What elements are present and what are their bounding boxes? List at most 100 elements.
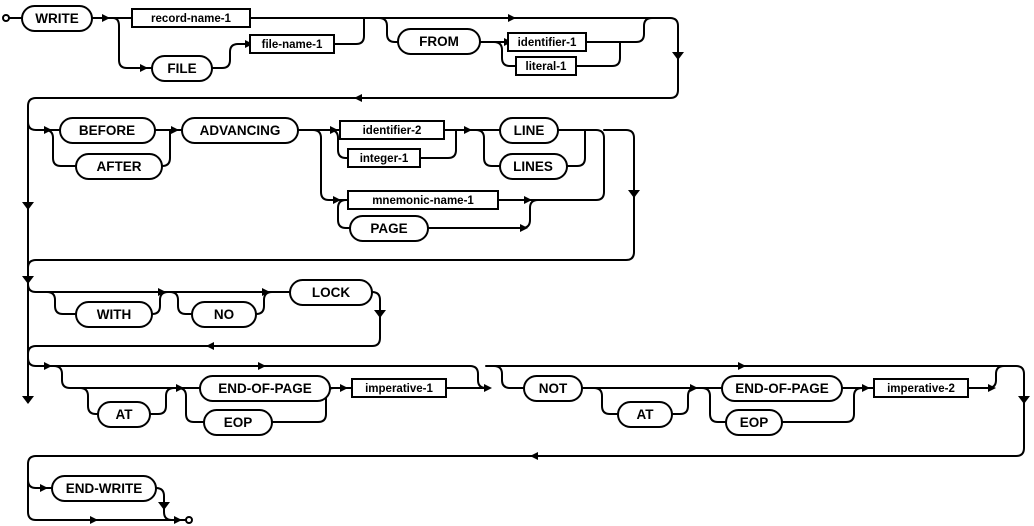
arrow-icon bbox=[90, 516, 98, 524]
flow-arrows bbox=[22, 14, 1030, 524]
arrow-icon bbox=[262, 288, 270, 296]
arrow-icon bbox=[158, 288, 166, 296]
operand-mnemonic-name-1: mnemonic-name-1 bbox=[347, 190, 499, 210]
start-terminator-icon bbox=[2, 14, 10, 22]
arrow-icon bbox=[333, 196, 341, 204]
svg-text:WRITE: WRITE bbox=[35, 11, 79, 26]
keyword-file: FILE bbox=[151, 55, 213, 82]
svg-text:ADVANCING: ADVANCING bbox=[200, 123, 281, 138]
arrow-icon bbox=[508, 14, 516, 22]
keyword-end-of-page: END-OF-PAGE bbox=[199, 375, 331, 402]
svg-text:BEFORE: BEFORE bbox=[79, 123, 135, 138]
arrow-icon bbox=[158, 502, 170, 510]
keyword-eop: EOP bbox=[203, 409, 273, 436]
arrow-icon bbox=[330, 126, 338, 134]
arrow-icon bbox=[484, 384, 492, 392]
svg-text:END-OF-PAGE: END-OF-PAGE bbox=[735, 381, 829, 396]
row-3-lines bbox=[27, 283, 381, 355]
arrow-icon bbox=[524, 196, 532, 204]
svg-text:WITH: WITH bbox=[97, 307, 132, 322]
arrow-icon bbox=[22, 396, 34, 404]
arrow-icon bbox=[520, 224, 528, 232]
svg-text:NOT: NOT bbox=[539, 381, 568, 396]
keyword-before: BEFORE bbox=[59, 117, 156, 144]
svg-text:FILE: FILE bbox=[167, 61, 196, 76]
operand-literal-1: literal-1 bbox=[515, 56, 577, 76]
keyword-line: LINE bbox=[499, 117, 559, 144]
svg-text:record-name-1: record-name-1 bbox=[151, 13, 231, 25]
arrow-icon bbox=[206, 342, 214, 350]
operand-file-name-1: file-name-1 bbox=[249, 34, 335, 54]
svg-text:identifier-1: identifier-1 bbox=[518, 37, 577, 49]
operand-integer-1: integer-1 bbox=[347, 148, 421, 168]
keyword-end-of-page-2: END-OF-PAGE bbox=[721, 375, 843, 402]
row-1-lines bbox=[8, 17, 679, 403]
arrow-icon bbox=[672, 52, 684, 60]
arrow-icon bbox=[738, 362, 746, 370]
svg-text:END-OF-PAGE: END-OF-PAGE bbox=[218, 381, 312, 396]
keyword-no: NO bbox=[191, 301, 257, 328]
arrow-icon bbox=[40, 484, 48, 492]
svg-text:EOP: EOP bbox=[224, 415, 253, 430]
arrow-icon bbox=[171, 126, 179, 134]
svg-text:imperative-2: imperative-2 bbox=[887, 383, 955, 395]
arrow-icon bbox=[44, 126, 52, 134]
keyword-page: PAGE bbox=[349, 215, 429, 242]
svg-text:END-WRITE: END-WRITE bbox=[66, 481, 143, 496]
svg-text:identifier-2: identifier-2 bbox=[363, 125, 422, 137]
arrow-icon bbox=[22, 276, 34, 284]
arrow-icon bbox=[102, 14, 110, 22]
arrow-icon bbox=[1018, 396, 1030, 404]
svg-text:mnemonic-name-1: mnemonic-name-1 bbox=[372, 195, 474, 207]
arrow-icon bbox=[530, 452, 538, 460]
keyword-from: FROM bbox=[397, 28, 481, 55]
operand-record-name-1: record-name-1 bbox=[131, 8, 251, 28]
arrow-icon bbox=[174, 516, 182, 524]
svg-text:EOP: EOP bbox=[740, 415, 769, 430]
svg-text:FROM: FROM bbox=[419, 34, 459, 49]
arrow-icon bbox=[258, 362, 266, 370]
svg-text:imperative-1: imperative-1 bbox=[365, 383, 433, 395]
keyword-lines: LINES bbox=[499, 153, 568, 180]
svg-text:NO: NO bbox=[214, 307, 234, 322]
keyword-with: WITH bbox=[75, 301, 153, 328]
keyword-not: NOT bbox=[523, 375, 583, 402]
svg-text:PAGE: PAGE bbox=[370, 221, 407, 236]
keyword-advancing: ADVANCING bbox=[181, 117, 299, 144]
arrow-icon bbox=[176, 384, 184, 392]
arrow-icon bbox=[44, 362, 52, 370]
svg-text:AT: AT bbox=[116, 407, 134, 422]
svg-text:LINE: LINE bbox=[514, 123, 545, 138]
svg-text:AT: AT bbox=[637, 407, 655, 422]
arrow-icon bbox=[140, 64, 148, 72]
keyword-write: WRITE bbox=[21, 5, 93, 32]
arrow-icon bbox=[374, 310, 386, 318]
arrow-icon bbox=[464, 126, 472, 134]
svg-text:file-name-1: file-name-1 bbox=[262, 39, 323, 51]
operand-identifier-2: identifier-2 bbox=[339, 120, 445, 140]
keyword-end-write: END-WRITE bbox=[51, 475, 157, 502]
svg-text:integer-1: integer-1 bbox=[360, 153, 409, 165]
arrow-icon bbox=[862, 384, 870, 392]
arrow-icon bbox=[22, 202, 34, 210]
svg-text:LOCK: LOCK bbox=[312, 285, 350, 300]
keyword-after: AFTER bbox=[75, 153, 163, 180]
arrow-icon bbox=[628, 190, 640, 198]
keyword-at: AT bbox=[97, 401, 151, 428]
arrow-icon bbox=[340, 384, 348, 392]
end-terminator-icon bbox=[185, 516, 193, 524]
keyword-at-2: AT bbox=[617, 401, 673, 428]
svg-text:AFTER: AFTER bbox=[97, 159, 142, 174]
keyword-lock: LOCK bbox=[289, 279, 373, 306]
arrow-icon bbox=[988, 384, 996, 392]
svg-text:LINES: LINES bbox=[513, 159, 553, 174]
operand-identifier-1: identifier-1 bbox=[507, 32, 587, 52]
row-2-lines bbox=[27, 121, 635, 269]
svg-text:literal-1: literal-1 bbox=[526, 61, 568, 73]
operand-imperative-1: imperative-1 bbox=[351, 378, 447, 398]
arrow-icon bbox=[690, 384, 698, 392]
keyword-eop-2: EOP bbox=[725, 409, 783, 436]
operand-imperative-2: imperative-2 bbox=[873, 378, 969, 398]
arrow-icon bbox=[354, 94, 362, 102]
